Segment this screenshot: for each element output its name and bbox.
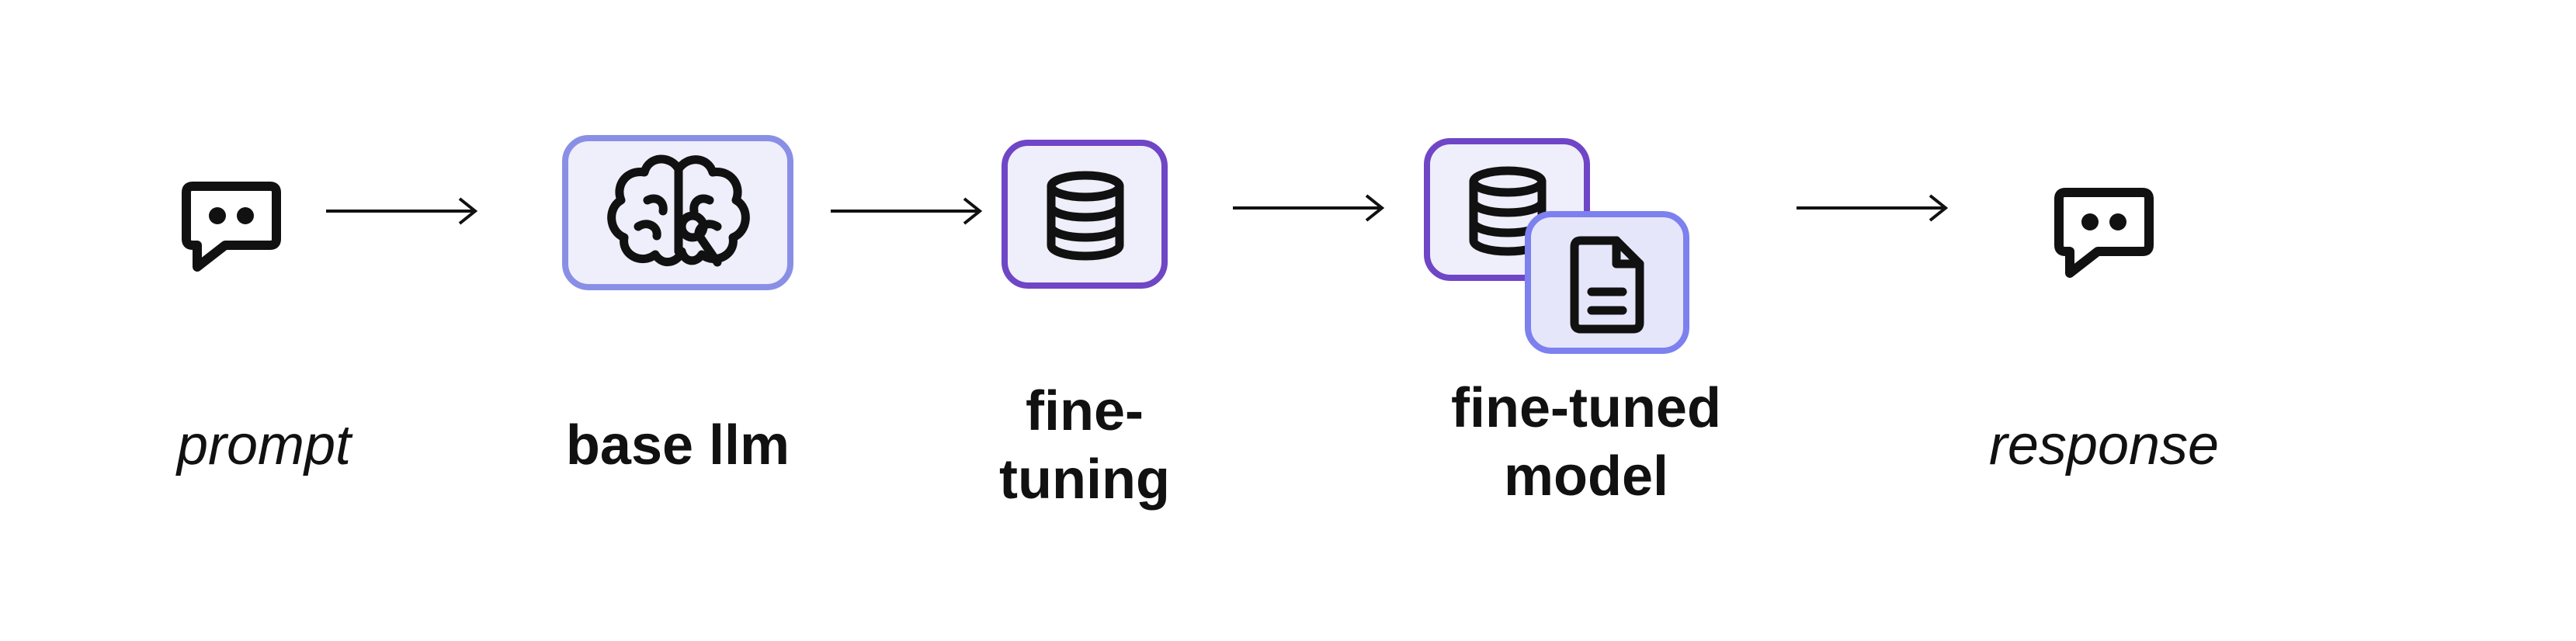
base-llm-label-text: base llm: [565, 414, 790, 476]
fine-tuned-database-tile: [1424, 138, 1590, 281]
arrow-fine-tuning-to-fine-tuned-model: [1233, 194, 1385, 222]
fine-tuning-label-line2: tuning: [999, 449, 1170, 511]
node-label-response: response: [1941, 411, 2267, 480]
brain-icon: [601, 146, 756, 293]
fine-tuning-label-line1: fine-: [1026, 380, 1144, 442]
arrow-base-llm-to-fine-tuning: [831, 197, 983, 225]
base-llm-tile: [562, 135, 793, 290]
fine-tuned-label-line1: fine-tuned: [1451, 377, 1721, 439]
document-icon: [1567, 234, 1652, 335]
fine-tuned-label-line2: model: [1503, 445, 1669, 508]
arrow-prompt-to-base-llm: [326, 197, 478, 225]
node-label-prompt: prompt: [124, 411, 404, 480]
arrow-fine-tuned-model-to-response: [1797, 194, 1949, 222]
node-label-fine-tuning: fine- tuning: [929, 377, 1240, 514]
prompt-chat-bubble-icon: [177, 177, 286, 286]
response-label-text: response: [1988, 414, 2220, 476]
prompt-label-text: prompt: [176, 414, 352, 476]
response-chat-bubble-icon: [2050, 183, 2158, 292]
fine-tuned-document-tile: [1525, 211, 1689, 354]
database-icon: [1043, 169, 1128, 262]
fine-tuning-tile: [1002, 140, 1168, 289]
node-label-fine-tuned-model: fine-tuned model: [1384, 374, 1788, 511]
node-label-base-llm: base llm: [522, 411, 833, 480]
